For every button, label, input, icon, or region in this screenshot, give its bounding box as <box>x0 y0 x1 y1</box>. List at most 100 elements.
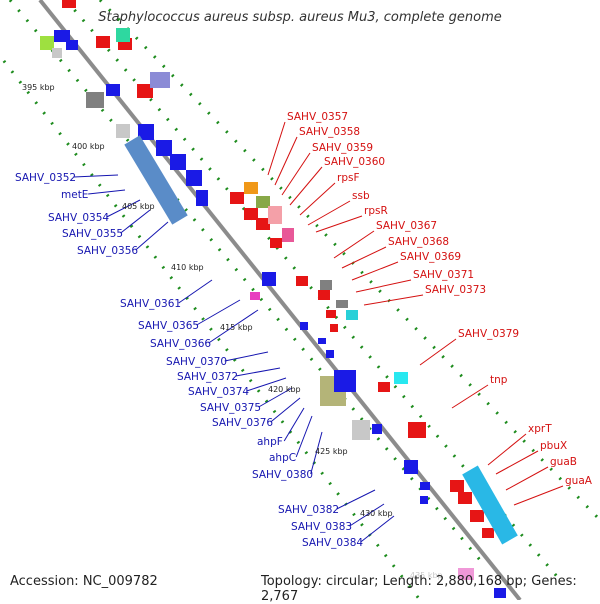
left-leader-4 <box>135 221 169 251</box>
gene-feature-54 <box>494 588 506 598</box>
right-gene-label-8: SAHV_0368 <box>388 236 449 248</box>
right-gene-label-2: SAHV_0359 <box>312 142 373 154</box>
tick-label-2: 405 kbp <box>122 202 155 211</box>
left-leader-14 <box>295 415 313 458</box>
gene-feature-43 <box>186 170 202 186</box>
left-gene-label-12: SAHV_0376 <box>212 417 273 429</box>
right-gene-label-7: SAHV_0367 <box>376 220 437 232</box>
left-gene-label-7: SAHV_0366 <box>150 338 211 350</box>
left-gene-label-14: ahpC <box>269 452 296 464</box>
gene-feature-40 <box>138 124 154 140</box>
gc-dot-track-0 <box>8 0 482 561</box>
gene-feature-32 <box>116 124 130 138</box>
tick-label-7: 430 kbp <box>360 509 393 518</box>
left-leader-13 <box>283 407 305 442</box>
left-leader-7 <box>208 309 259 344</box>
right-leader-3 <box>289 166 323 206</box>
gene-feature-11 <box>330 324 338 332</box>
gene-feature-13 <box>408 422 426 438</box>
right-leader-9 <box>351 261 399 281</box>
gene-feature-12 <box>378 382 390 392</box>
left-gene-label-8: SAHV_0370 <box>166 356 227 368</box>
accession-text: Accession: NC_009782 <box>10 574 158 589</box>
right-leader-16 <box>505 466 549 491</box>
left-leader-8 <box>224 351 269 362</box>
gene-feature-8 <box>296 276 308 286</box>
tick-label-5: 420 kbp <box>268 385 301 394</box>
gene-feature-34 <box>52 48 62 58</box>
gene-feature-30 <box>352 420 370 440</box>
map-title: Staphylococcus aureus subsp. aureus Mu3,… <box>98 10 502 25</box>
gene-feature-42 <box>170 154 186 170</box>
gene-feature-44 <box>196 190 208 206</box>
gene-feature-39 <box>106 84 120 96</box>
left-gene-label-16: SAHV_0382 <box>278 504 339 516</box>
gene-feature-33 <box>86 92 104 108</box>
gene-feature-14 <box>450 480 464 492</box>
gene-feature-50 <box>372 424 382 434</box>
left-gene-label-4: SAHV_0356 <box>77 245 138 257</box>
gene-feature-10 <box>326 310 336 318</box>
right-gene-label-15: pbuX <box>540 440 567 452</box>
gene-feature-51 <box>404 460 418 474</box>
right-gene-label-16: guaB <box>550 456 577 468</box>
gc-dot-track-2 <box>98 0 600 522</box>
left-leader-16 <box>336 489 376 510</box>
gene-feature-45 <box>262 272 276 286</box>
right-gene-label-17: guaA <box>565 475 593 487</box>
gene-feature-24 <box>268 206 282 224</box>
gene-feature-16 <box>470 510 484 522</box>
left-gene-label-2: SAHV_0354 <box>48 212 109 224</box>
gene-feature-7 <box>270 238 282 248</box>
gene-feature-46 <box>300 322 308 330</box>
gene-feature-6 <box>256 218 270 230</box>
gene-feature-4 <box>230 192 244 204</box>
left-leader-1 <box>88 189 126 195</box>
left-gene-label-18: SAHV_0384 <box>302 537 363 549</box>
tick-label-6: 425 kbp <box>315 447 348 456</box>
gene-feature-37 <box>54 30 70 42</box>
gene-feature-29 <box>394 372 408 384</box>
left-gene-label-0: SAHV_0352 <box>15 172 76 184</box>
right-gene-label-6: rpsR <box>364 205 388 217</box>
right-leader-15 <box>495 450 539 475</box>
tick-label-3: 410 kbp <box>171 263 204 272</box>
gene-feature-49 <box>334 370 356 392</box>
left-gene-label-9: SAHV_0372 <box>177 371 238 383</box>
right-leader-10 <box>355 279 412 293</box>
left-leader-15 <box>310 431 323 475</box>
left-gene-label-6: SAHV_0365 <box>138 320 199 332</box>
left-leader-10 <box>246 377 287 392</box>
left-gene-label-11: SAHV_0375 <box>200 402 261 414</box>
left-gene-label-17: SAHV_0383 <box>291 521 352 533</box>
gene-feature-47 <box>318 338 326 344</box>
gene-feature-22 <box>244 182 258 194</box>
gene-feature-28 <box>346 310 358 320</box>
left-leader-17 <box>349 503 385 527</box>
left-leader-12 <box>270 397 301 423</box>
left-gene-label-13: ahpF <box>257 436 283 448</box>
right-gene-label-12: SAHV_0379 <box>458 328 519 340</box>
right-leader-4 <box>299 182 336 216</box>
tick-label-4: 415 kbp <box>220 323 253 332</box>
gene-feature-38 <box>66 40 78 50</box>
gene-feature-41 <box>156 140 172 156</box>
gene-feature-52 <box>420 482 430 490</box>
left-leader-0 <box>73 174 119 178</box>
right-gene-label-14: xprT <box>528 423 552 435</box>
left-leader-18 <box>360 515 395 543</box>
gene-feature-5 <box>244 208 258 220</box>
gene-feature-36 <box>250 292 260 300</box>
right-gene-label-11: SAHV_0373 <box>425 284 486 296</box>
gene-feature-1 <box>96 36 110 48</box>
right-leader-12 <box>419 338 457 366</box>
gene-feature-26 <box>320 280 332 290</box>
gene-features <box>40 0 518 598</box>
tick-label-0: 395 kbp <box>22 83 55 92</box>
left-leader-3 <box>120 209 151 234</box>
gene-feature-17 <box>482 528 494 538</box>
gene-feature-19 <box>116 28 130 42</box>
